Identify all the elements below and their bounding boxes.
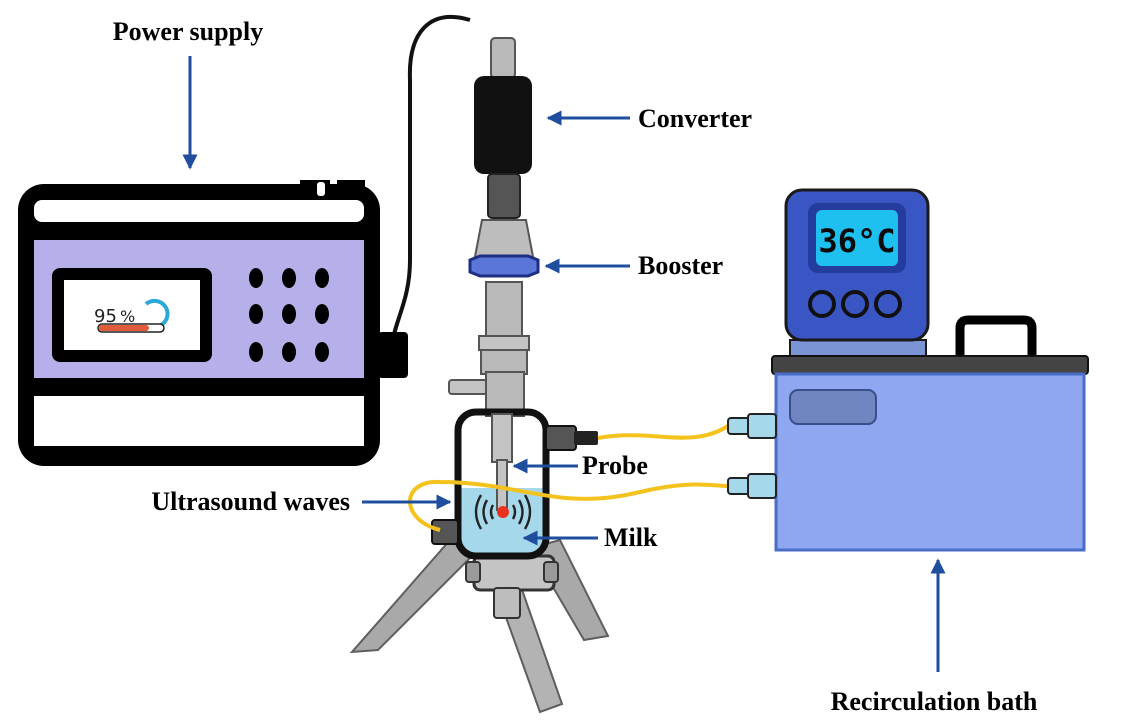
power-percent-text: 95 — [94, 306, 117, 327]
temperature-display — [816, 210, 898, 266]
power-supply-unit: 95 % — [18, 180, 408, 466]
label-power-supply: Power supply — [113, 17, 264, 46]
converter-body — [474, 76, 532, 174]
label-recirculation-bath: Recirculation bath — [831, 687, 1038, 716]
label-probe: Probe — [582, 451, 648, 480]
bath-control-knobs — [808, 290, 902, 318]
bath-fittings — [727, 413, 777, 499]
temperature-text: 36°C — [818, 222, 895, 260]
probe-hotspot — [497, 506, 509, 518]
label-ultrasound-waves: Ultrasound waves — [151, 487, 350, 516]
label-milk: Milk — [604, 523, 658, 552]
ultrasound-waves-icon — [474, 494, 532, 530]
probe-tip — [496, 459, 508, 511]
label-converter: Converter — [638, 104, 752, 133]
power-cable — [390, 14, 471, 346]
power-percent-symbol: % — [120, 307, 135, 326]
power-supply-buttons — [249, 268, 329, 362]
tripod-stand — [349, 538, 610, 714]
power-supply-screen — [64, 280, 200, 350]
ultrasonic-column — [448, 37, 540, 417]
callout-arrows — [182, 56, 946, 672]
booster-ring — [468, 254, 540, 278]
label-booster: Booster — [638, 251, 723, 280]
recirculation-bath-unit: 36°C — [771, 188, 1089, 552]
